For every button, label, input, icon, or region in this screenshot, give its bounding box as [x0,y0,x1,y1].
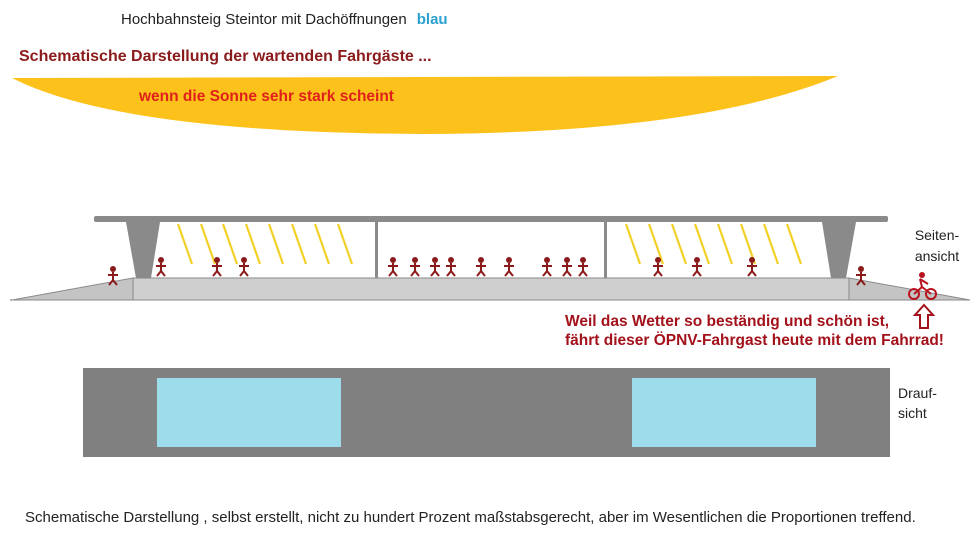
top-view-label-line1: Drauf- [898,385,937,401]
passenger-figure [577,256,589,277]
passenger-figure [691,256,703,277]
passenger-figure [503,256,515,277]
side-view-label: Seiten- ansicht [906,225,968,267]
column-right [822,222,856,278]
passenger-figure [429,256,441,277]
passenger-figure [155,256,167,277]
side-view-label-line2: ansicht [914,248,960,264]
heading: Schematische Darstellung der wartenden F… [19,48,432,65]
passenger-figure [238,256,250,277]
platform [132,277,850,301]
passenger-figure [561,256,573,277]
roof-opening-right [632,378,816,447]
passenger-figure [445,256,457,277]
cyclist-icon [908,272,937,300]
top-view-label: Drauf- sicht [898,383,958,423]
sun-caption: wenn die Sonne sehr stark scheint [139,88,394,105]
passenger-figure [541,256,553,277]
note-line2: fährt dieser ÖPNV-Fahrgast heute mit dem… [565,332,944,349]
top-view-label-line2: sicht [898,405,927,421]
column-left [126,222,160,278]
diagram-title: Hochbahnsteig Steintor mit Dachöffnungen… [121,11,448,28]
passenger-figure [387,256,399,277]
roof-opening-left [157,378,341,447]
note-line1: Weil das Wetter so beständig und schön i… [565,313,890,330]
up-arrow-icon [912,303,936,329]
passenger-figure [409,256,421,277]
sun-shape [12,76,838,134]
footer-caption: Schematische Darstellung , selbst erstel… [25,509,916,526]
sunbeams-left [176,223,354,265]
passenger-figure [746,256,758,277]
sunbeams-right [624,223,803,265]
title-accent: blau [416,11,448,28]
title-text: Hochbahnsteig Steintor mit Dachöffnungen [121,11,407,28]
roof [94,216,888,222]
column-mid-2 [604,222,607,278]
side-view-label-line1: Seiten- [914,227,960,243]
passenger-figure [475,256,487,277]
column-mid-1 [375,222,378,278]
